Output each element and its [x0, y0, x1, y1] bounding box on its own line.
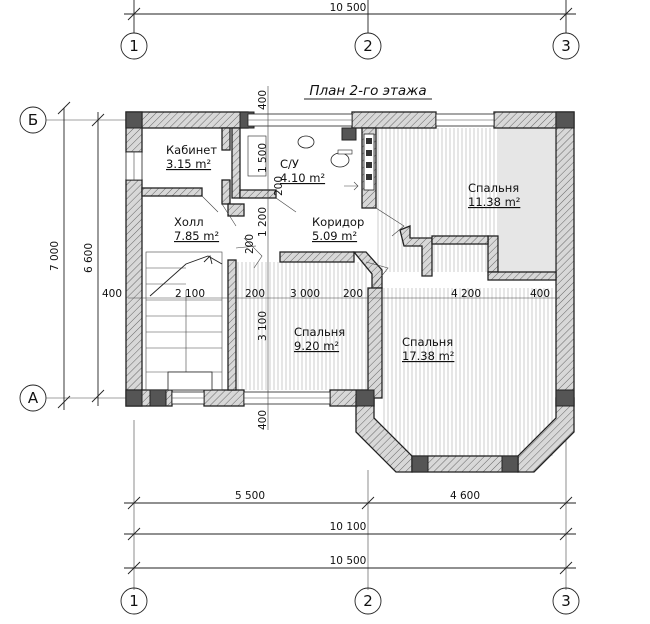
doors [201, 195, 405, 289]
staircase [145, 251, 223, 391]
bedroom-floor-hatch [237, 128, 555, 456]
dim-left-outer: 7 000 [49, 241, 61, 271]
axis-label-3-top: 3 [561, 37, 571, 55]
dim-v-200a: 200 [273, 176, 285, 196]
dim-row-3: 3 000 [290, 288, 320, 300]
room-area-bedroom-2: 9.20 m² [294, 339, 339, 353]
room-area-kabinet: 3.15 m² [166, 157, 211, 171]
dim-row-0: 400 [102, 288, 122, 300]
dim-bottom-total: 10 500 [330, 555, 367, 567]
room-name-bedroom-1: Спальня [468, 181, 519, 195]
room-name-bedroom-2: Спальня [294, 325, 345, 339]
dim-row-6: 400 [530, 288, 550, 300]
axis-label-2-top: 2 [363, 37, 373, 55]
internal-dimensions: 400 2 100 200 3 000 200 4 200 400 400 1 … [102, 86, 560, 430]
axis-label-a: А [28, 389, 39, 407]
axis-label-2-bottom: 2 [363, 592, 373, 610]
dim-v-top-400: 400 [257, 90, 269, 110]
dim-row-5: 4 200 [451, 288, 481, 300]
room-area-wc: 4.10 m² [280, 171, 325, 185]
dim-v-1500: 1 500 [257, 143, 269, 173]
dim-v-3100: 3 100 [257, 311, 269, 341]
dim-row-2: 200 [245, 288, 265, 300]
room-labels: Кабинет 3.15 m² С/У 4.10 m² Спальня 11.3… [166, 143, 520, 363]
room-area-bedroom-3: 17.38 m² [402, 349, 454, 363]
room-area-bedroom-1: 11.38 m² [468, 195, 520, 209]
dim-bottom-span-2: 4 600 [450, 490, 480, 502]
top-dimension-chain: 10 500 [124, 0, 576, 33]
axis-markers-top: 1 2 3 [120, 32, 580, 60]
room-name-bedroom-3: Спальня [402, 335, 453, 349]
room-area-corridor: 5.09 m² [312, 229, 357, 243]
plan-title: План 2-го этажа [309, 83, 426, 99]
room-name-wc: С/У [280, 157, 299, 171]
room-area-hall: 7.85 m² [174, 229, 219, 243]
axis-markers-left: Б А [19, 106, 130, 412]
dim-row-4: 200 [343, 288, 363, 300]
dim-left-inner: 6 600 [83, 243, 95, 273]
axis-label-1-top: 1 [129, 37, 139, 55]
room-name-corridor: Коридор [312, 215, 364, 229]
windows [125, 113, 495, 405]
dim-bottom-mid: 10 100 [330, 521, 367, 533]
dim-v-1200: 1 200 [257, 207, 269, 237]
dim-v-bottom-400: 400 [257, 410, 269, 430]
dim-row-1: 2 100 [175, 288, 205, 300]
bathroom-fixtures [247, 133, 375, 191]
dim-top-total: 10 500 [330, 2, 367, 14]
axis-markers-bottom: 1 2 3 [120, 587, 580, 615]
structural-columns [125, 111, 575, 473]
axis-label-1-bottom: 1 [129, 592, 139, 610]
axis-label-b: Б [28, 111, 38, 129]
dim-v-200b: 200 [244, 234, 256, 254]
bottom-dimension-chains: 5 500 4 600 10 100 10 500 [124, 490, 576, 575]
grid-axis-lines [133, 420, 567, 590]
axis-label-3-bottom: 3 [561, 592, 571, 610]
room-name-hall: Холл [174, 215, 204, 229]
left-dimension-chain: 7 000 6 600 [49, 101, 105, 410]
dim-bottom-span-1: 5 500 [235, 490, 265, 502]
room-name-kabinet: Кабинет [166, 143, 217, 157]
